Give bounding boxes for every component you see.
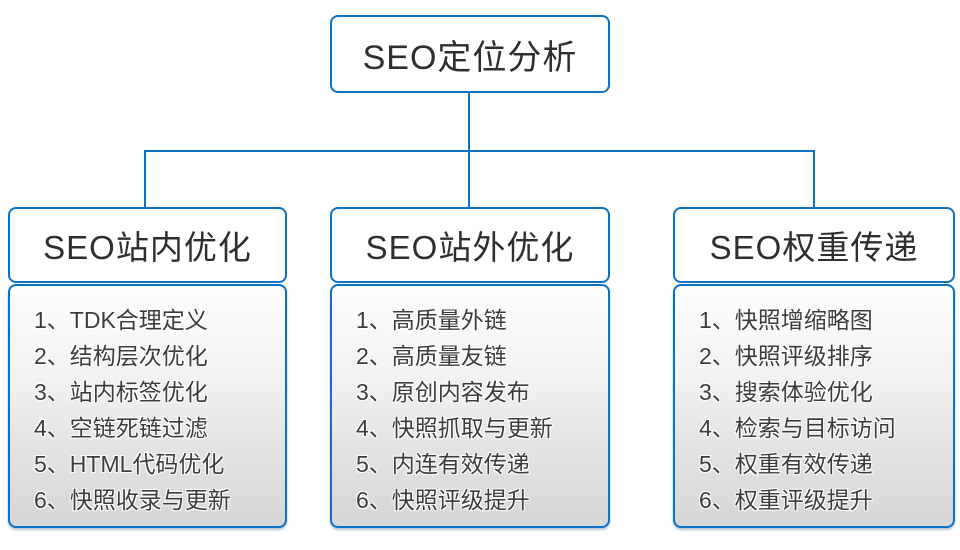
list-item: 2、高质量友链 <box>356 343 507 369</box>
list-item: 4、空链死链过滤 <box>34 415 208 441</box>
list-item: 4、快照抓取与更新 <box>356 415 553 441</box>
root-node: SEO定位分析 <box>330 15 610 93</box>
list-item: 1、高质量外链 <box>356 307 507 333</box>
list-item: 5、权重有效传递 <box>699 451 873 477</box>
connector-drop-right <box>813 150 815 207</box>
column-offsite-header-label: SEO站外优化 <box>365 229 575 266</box>
list-item: 3、原创内容发布 <box>356 379 530 405</box>
connector-drop-middle <box>468 150 470 207</box>
column-weight-panel: 1、快照增缩略图 2、快照评级排序 3、搜索体验优化 4、检索与目标访问 5、权… <box>673 284 955 528</box>
column-onsite-header: SEO站内优化 <box>8 207 287 283</box>
root-node-label: SEO定位分析 <box>362 38 578 77</box>
list-item: 2、快照评级排序 <box>699 343 873 369</box>
list-item: 3、搜索体验优化 <box>699 379 873 405</box>
list-item: 6、快照评级提升 <box>356 487 530 513</box>
connector-root-vertical <box>468 93 470 152</box>
column-offsite-header: SEO站外优化 <box>330 207 610 283</box>
list-item: 3、站内标签优化 <box>34 379 208 405</box>
list-item: 4、检索与目标访问 <box>699 415 896 441</box>
connector-horizontal <box>144 150 815 152</box>
column-weight-header: SEO权重传递 <box>673 207 955 283</box>
list-item: 6、权重评级提升 <box>699 487 873 513</box>
list-item: 5、HTML代码优化 <box>34 451 225 477</box>
column-onsite-header-label: SEO站内优化 <box>43 229 252 266</box>
list-item: 2、结构层次优化 <box>34 343 208 369</box>
list-item: 5、内连有效传递 <box>356 451 530 477</box>
list-item: 1、TDK合理定义 <box>34 307 208 333</box>
list-item: 6、快照收录与更新 <box>34 487 231 513</box>
list-item: 1、快照增缩略图 <box>699 307 873 333</box>
column-offsite-panel: 1、高质量外链 2、高质量友链 3、原创内容发布 4、快照抓取与更新 5、内连有… <box>330 284 610 528</box>
connector-drop-left <box>144 150 146 207</box>
column-onsite-panel: 1、TDK合理定义 2、结构层次优化 3、站内标签优化 4、空链死链过滤 5、H… <box>8 284 287 528</box>
column-weight-header-label: SEO权重传递 <box>709 229 919 266</box>
